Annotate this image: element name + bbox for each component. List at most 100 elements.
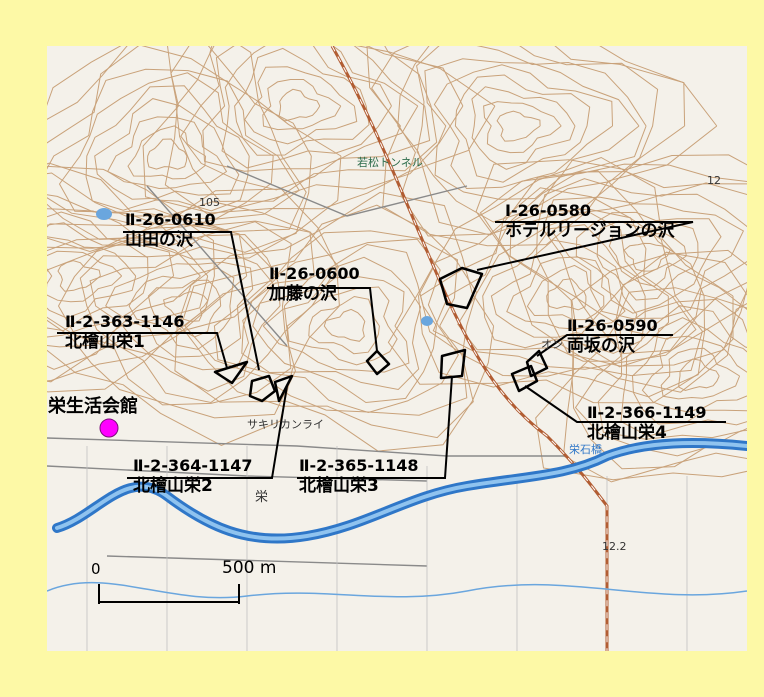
map-canvas [47, 46, 747, 651]
contour-line [174, 191, 495, 452]
lower-stream [47, 581, 747, 599]
contour-line [482, 224, 646, 354]
site-code: Ⅱ-2-364-1147 [133, 456, 253, 475]
site-name: 北檜山栄4 [587, 423, 667, 443]
leader-kitahiyama-sakae-1 [57, 332, 228, 369]
station-label: 栄石橋 [569, 443, 602, 456]
contour-lines [47, 46, 747, 483]
site-label-kitahiyama-sakae-1[interactable]: Ⅱ-2-363-1146 北檜山栄1 [65, 312, 185, 352]
tunnel-label: 若松トンネル [357, 156, 423, 169]
site-polygon-kitahiyama-sakae-3[interactable] [439, 348, 467, 380]
contour-line [574, 287, 747, 457]
contour-line [47, 172, 215, 383]
site-polygon-ryosaka[interactable] [525, 349, 549, 378]
contour-line [147, 279, 222, 338]
site-label-yamada[interactable]: Ⅱ-26-0610 山田の沢 [125, 210, 216, 250]
contour-line [47, 220, 315, 406]
misc-label: オン [541, 338, 563, 351]
contour-line [107, 116, 228, 190]
contour-line [631, 317, 747, 425]
site-label-kitahiyama-sakae-2[interactable]: Ⅱ-2-364-1147 北檜山栄2 [133, 456, 253, 496]
contour-line [252, 256, 422, 391]
contour-line [506, 256, 626, 330]
contour-line [47, 201, 340, 419]
landmark-marker[interactable] [99, 418, 119, 438]
elevation-label: 105 [199, 196, 220, 209]
contour-line [608, 233, 687, 287]
site-code: Ⅱ-26-0600 [269, 264, 360, 283]
contour-line [678, 358, 720, 392]
pond [96, 208, 112, 220]
contour-line [371, 46, 686, 237]
topographic-map[interactable]: 若松トンネル サキリカンライ 栄 栄石橋 105 12.2 12 オン Ⅱ-26… [47, 46, 747, 651]
contour-line [575, 211, 722, 314]
contour-line [526, 264, 605, 321]
contour-line [47, 46, 342, 260]
contour-line [475, 154, 747, 393]
leader-kitahiyama-sakae-4 [524, 385, 726, 423]
contour-line [128, 267, 235, 350]
leader-hotel-region [476, 221, 694, 271]
site-code: Ⅱ-2-365-1148 [299, 456, 419, 475]
contour-line [47, 211, 175, 338]
contour-line [47, 250, 123, 303]
contour-line [47, 208, 201, 348]
contour-line [47, 46, 312, 253]
contour-line [180, 204, 478, 439]
landmark-label[interactable]: 栄生活会館 [48, 396, 138, 417]
site-polygon-kitahiyama-sakae-4[interactable] [510, 364, 539, 393]
contour-line [85, 85, 250, 212]
district-label: サキリカンライ [247, 418, 324, 431]
site-name: 北檜山栄1 [65, 332, 145, 352]
contour-line [142, 46, 496, 214]
contour-line [57, 260, 101, 292]
site-code: Ⅱ-2-366-1149 [587, 403, 707, 422]
contour-line [47, 194, 209, 370]
site-polygon-yamada[interactable] [248, 374, 277, 403]
site-name: 北檜山栄2 [133, 476, 213, 496]
leader-yamada [123, 231, 260, 371]
site-label-kitahiyama-sakae-3[interactable]: Ⅱ-2-365-1148 北檜山栄3 [299, 456, 419, 496]
site-polygon-kato[interactable] [365, 349, 391, 376]
site-label-kitahiyama-sakae-4[interactable]: Ⅱ-2-366-1149 北檜山栄4 [587, 403, 707, 443]
site-label-kato[interactable]: Ⅱ-26-0600 加藤の沢 [269, 264, 360, 304]
contour-line [551, 203, 745, 320]
site-name: 両坂の沢 [567, 336, 635, 356]
elevation-label: 12 [707, 174, 721, 187]
contour-line [479, 163, 747, 367]
river-highlight [55, 441, 747, 541]
scale-bar [98, 584, 240, 604]
contour-line [79, 233, 281, 392]
contour-line [454, 74, 591, 183]
contour-line [184, 230, 468, 416]
contour-line [221, 46, 392, 169]
site-polygon-kitahiyama-sakae-1[interactable] [213, 360, 249, 385]
contour-line [424, 58, 640, 200]
contour-line [241, 243, 437, 404]
contour-line [471, 86, 576, 170]
contour-line [457, 210, 670, 362]
leader-ryosaka [536, 334, 673, 357]
site-label-hotel-region[interactable]: Ⅰ-26-0580 ホテルリージョンの沢 [505, 201, 675, 241]
contour-line [262, 79, 342, 131]
site-code: Ⅱ-2-363-1146 [65, 312, 185, 331]
site-label-ryosaka[interactable]: Ⅱ-26-0590 両坂の沢 [567, 316, 658, 356]
contour-line [164, 46, 464, 216]
contour-line [94, 98, 240, 200]
area-label: 栄 [255, 490, 269, 505]
site-polygon-hotel-region[interactable] [438, 266, 484, 310]
pond [421, 316, 433, 326]
contour-line [620, 305, 747, 437]
leader-lines [57, 221, 726, 479]
contour-line [175, 46, 438, 202]
contour-line [286, 286, 398, 366]
contour-line [483, 101, 562, 154]
contour-line [535, 249, 747, 481]
contour-line [58, 72, 274, 220]
contour-line [163, 291, 209, 322]
contour-line [641, 335, 747, 413]
site-polygon-kitahiyama-sakae-2[interactable] [273, 374, 294, 403]
contour-line [660, 347, 741, 400]
contour-line [146, 138, 188, 170]
